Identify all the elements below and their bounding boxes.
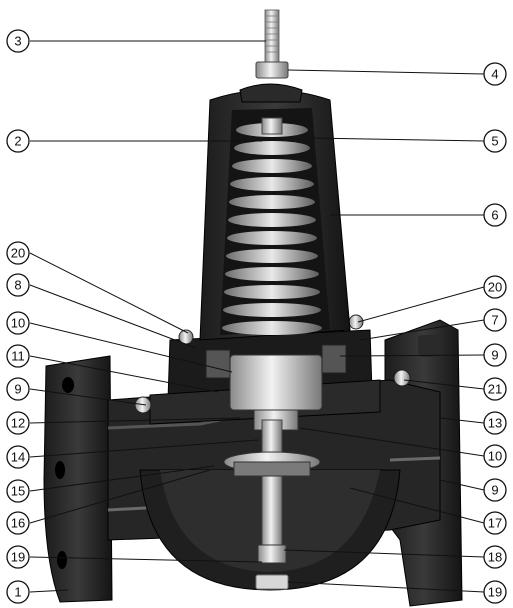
leader-lines-right [283,69,485,593]
svg-text:19: 19 [11,550,25,565]
svg-text:8: 8 [14,278,21,293]
callout-6: 6 [483,203,507,227]
callout-7: 7 [483,308,507,332]
callout-8: 8 [6,273,30,297]
callout-18: 18 [483,545,507,569]
callout-20-right: 20 [483,275,507,299]
svg-text:5: 5 [491,134,498,149]
svg-text:10: 10 [11,316,25,331]
svg-text:18: 18 [488,550,502,565]
svg-text:17: 17 [488,516,502,531]
callout-9-left: 9 [6,377,30,401]
svg-text:13: 13 [488,416,502,431]
valve-stem [223,419,321,590]
spring-bonnet [199,83,351,341]
callout-16: 16 [6,511,30,535]
callout-17: 17 [483,511,507,535]
svg-text:16: 16 [11,516,25,531]
callout-9-right-a: 9 [483,343,507,367]
svg-text:6: 6 [491,208,498,223]
callout-13: 13 [483,411,507,435]
svg-text:10: 10 [488,449,502,464]
svg-text:9: 9 [14,382,21,397]
callout-14: 14 [6,445,30,469]
callouts-left: 3 2 20 8 10 11 9 12 14 15 16 19 1 [6,29,30,604]
svg-text:19: 19 [488,585,502,600]
spring-coils [222,123,322,335]
callout-10-left: 10 [6,311,30,335]
svg-text:20: 20 [488,280,502,295]
svg-text:12: 12 [11,416,25,431]
callout-1: 1 [6,580,30,604]
callout-9-right-b: 9 [483,478,507,502]
svg-text:15: 15 [11,484,25,499]
callout-3: 3 [6,29,30,53]
diaphragm-assembly [205,344,347,431]
callout-4: 4 [483,62,507,86]
svg-text:3: 3 [14,34,21,49]
svg-text:14: 14 [11,450,25,465]
svg-text:9: 9 [491,348,498,363]
callout-21: 21 [483,377,507,401]
svg-text:11: 11 [11,349,25,364]
adjusting-screw [255,9,289,135]
callout-19-right: 19 [483,580,507,604]
svg-text:2: 2 [14,134,21,149]
callout-19-left: 19 [6,545,30,569]
callout-20-left: 20 [6,241,30,265]
callout-12: 12 [6,411,30,435]
svg-text:7: 7 [491,313,498,328]
leader-lines-left [29,40,266,593]
callouts-right: 4 5 6 20 7 9 21 13 10 9 17 18 19 [483,62,507,604]
callout-11: 11 [6,344,30,368]
svg-text:9: 9 [491,483,498,498]
callout-5: 5 [483,129,507,153]
svg-text:20: 20 [11,246,25,261]
callout-2: 2 [6,129,30,153]
callout-15: 15 [6,479,30,503]
svg-text:4: 4 [491,67,498,82]
svg-text:1: 1 [14,585,21,600]
svg-text:21: 21 [488,382,502,397]
callout-10-right: 10 [483,444,507,468]
